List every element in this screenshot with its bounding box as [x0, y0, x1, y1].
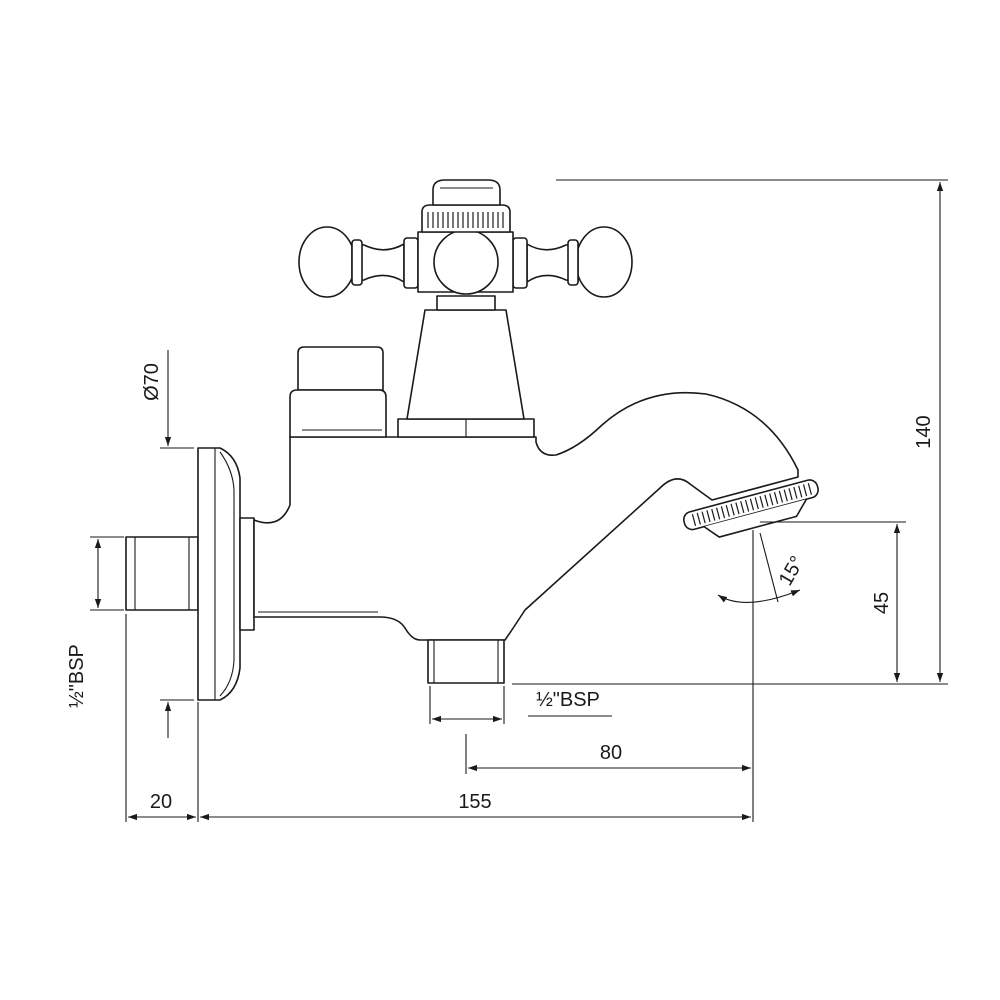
shower-head	[682, 479, 819, 538]
label-15-degree: 15°	[775, 552, 809, 589]
label-20: 20	[150, 791, 172, 813]
cross-handle	[298, 179, 633, 298]
label-155: 155	[458, 791, 491, 813]
dim-arc-15	[717, 589, 801, 603]
label-80: 80	[600, 742, 622, 764]
label-45: 45	[871, 592, 893, 614]
label-inlet-bsp: ½"BSP	[66, 644, 88, 708]
outlet-thread-pipe	[427, 639, 505, 684]
knurl-collar-lines	[427, 212, 504, 228]
handle-bonnet	[397, 295, 535, 438]
diverter-button	[289, 346, 387, 438]
label-outlet-bsp: ½"BSP	[536, 689, 600, 711]
label-140: 140	[913, 415, 935, 448]
faucet	[125, 179, 819, 701]
dimension-lines	[90, 179, 948, 822]
label-70-diameter: Ø70	[141, 363, 163, 401]
inlet-thread-pipe	[125, 536, 199, 611]
knurl-head-lines	[691, 483, 813, 526]
wall-flange	[197, 447, 255, 701]
faucet-body	[253, 391, 799, 641]
